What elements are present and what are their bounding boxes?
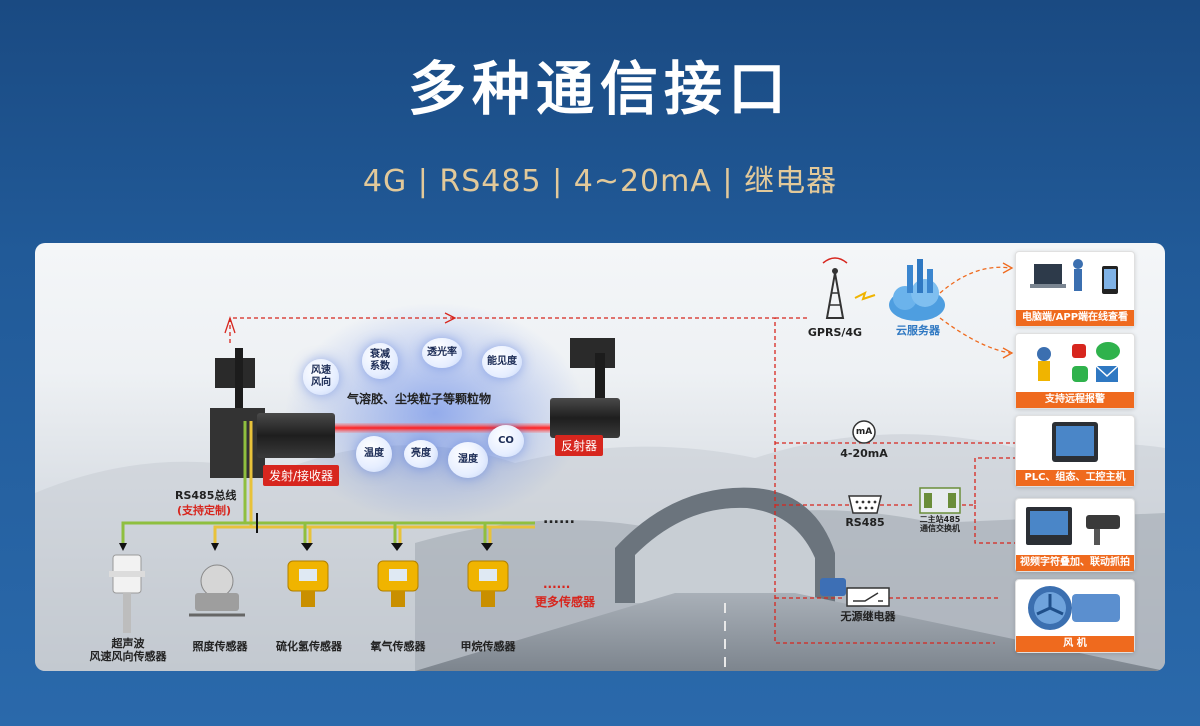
page-title: 多种通信接口 <box>407 55 792 123</box>
cell-tower-icon <box>822 257 848 319</box>
more-sensors-label: 更多传感器 <box>535 595 596 609</box>
rs485-bus-note: (支持定制) <box>177 504 232 517</box>
sensor-label-h2s: 硫化氢传感器 <box>276 640 342 653</box>
cloud-server-label: 云服务器 <box>896 324 940 337</box>
output-remote-view: 电脑端/APP端在线查看 <box>1015 251 1135 327</box>
rs485-bus-label: RS485总线 <box>175 489 237 502</box>
milliamp-label: 4-20mA <box>840 447 888 460</box>
emitter-device <box>210 348 335 478</box>
oxygen-sensor-icon <box>377 560 419 607</box>
sensor-label-wind: 超声波 风速风向传感器 <box>89 637 167 663</box>
reflector-device <box>550 338 620 438</box>
alarm-message-icons <box>1037 342 1120 382</box>
relay-switch-icon <box>846 587 890 607</box>
diagram-graphics <box>35 257 1165 671</box>
laser-beam <box>325 423 565 433</box>
more-sensors-dots: ...... <box>543 577 571 591</box>
diagram-panel: 发射/接收器 反射器 气溶胶、尘埃粒子等颗粒物 风速 风向 衰减 系数 透光率 … <box>35 243 1165 671</box>
emitter-label: 发射/接收器 <box>263 465 340 486</box>
output-remote-alarm-label: 支持远程报警 <box>1016 392 1134 408</box>
relay-label: 无源继电器 <box>840 610 896 623</box>
particles-label: 气溶胶、尘埃粒子等颗粒物 <box>347 392 492 406</box>
converter-label: 二主站485 通信交换机 <box>919 515 961 533</box>
fan-icon <box>1028 586 1120 630</box>
arrow-up-icon <box>224 315 236 334</box>
methane-sensor-icon <box>467 560 509 607</box>
illuminance-sensor-icon <box>189 564 245 617</box>
bus-arrow-icons <box>119 543 493 551</box>
reflector-label: 反射器 <box>555 435 604 456</box>
ultrasonic-wind-sensor-icon <box>109 554 145 633</box>
output-remote-alarm: 支持远程报警 <box>1015 333 1135 409</box>
milliamp-icon-text: mA <box>855 427 873 437</box>
arrow-right-icon <box>444 312 457 324</box>
bubble-temperature: 温度 <box>356 436 392 472</box>
industrial-panel-icon <box>1052 422 1098 462</box>
rs485-connector-icon <box>848 495 882 514</box>
bubble-co: CO <box>488 425 524 457</box>
bubble-transmittance: 透光率 <box>422 338 462 368</box>
h2s-sensor-icon <box>287 560 329 607</box>
converter-device-icon <box>919 487 961 514</box>
computer-phone-icon <box>1030 259 1118 294</box>
lightning-icon <box>854 291 876 301</box>
bus-continuation-dots: ...... <box>543 511 575 527</box>
milliamp-icon <box>852 420 876 444</box>
page-subtitle: 4G | RS485 | 4~20mA | 继电器 <box>362 164 838 199</box>
video-camera-icon <box>1026 507 1120 545</box>
output-video: 视频字符叠加、联动抓拍 <box>1015 498 1135 572</box>
bubble-wind: 风速 风向 <box>303 359 339 395</box>
bubble-brightness: 亮度 <box>404 440 438 468</box>
output-fan: 风 机 <box>1015 579 1135 653</box>
rs485-bus-lines <box>121 421 535 543</box>
output-remote-view-label: 电脑端/APP端在线查看 <box>1016 310 1134 326</box>
output-plc-label: PLC、组态、工控主机 <box>1016 470 1134 486</box>
bubble-humidity: 湿度 <box>448 442 488 478</box>
scenery-background <box>35 434 1165 671</box>
output-video-label: 视频字符叠加、联动抓拍 <box>1016 555 1134 571</box>
sensor-label-methane: 甲烷传感器 <box>460 640 516 653</box>
bubble-attenuation: 衰减 系数 <box>362 343 398 379</box>
output-fan-label: 风 机 <box>1016 636 1134 652</box>
sensor-label-oxygen: 氧气传感器 <box>370 640 426 653</box>
cloud-server-icon <box>889 259 945 321</box>
bubble-visibility: 能见度 <box>482 346 522 378</box>
output-plc: PLC、组态、工控主机 <box>1015 415 1135 487</box>
sensor-label-illuminance: 照度传感器 <box>192 640 248 653</box>
rs485-label: RS485 <box>845 516 885 529</box>
gprs-label: GPRS/4G <box>807 326 863 339</box>
